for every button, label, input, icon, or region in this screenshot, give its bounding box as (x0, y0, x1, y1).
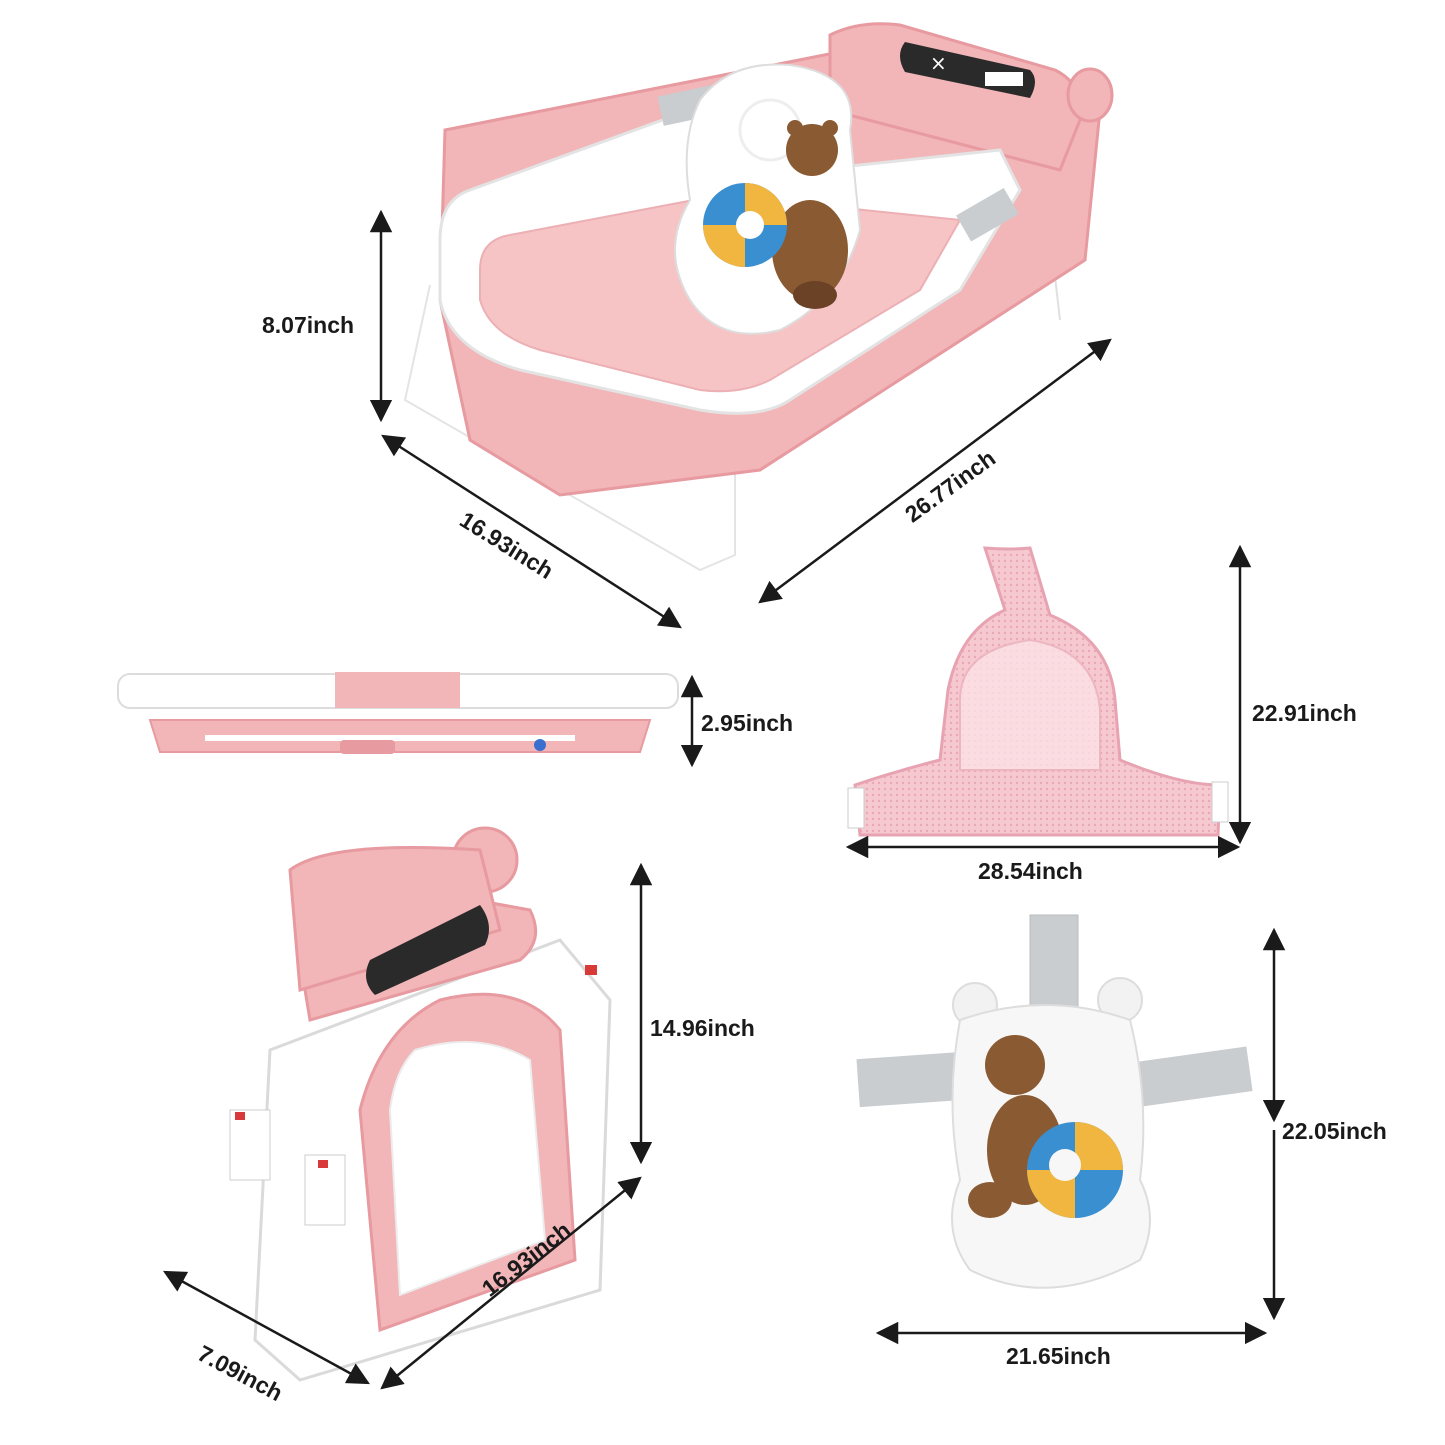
bath-cushion (856, 914, 1253, 1289)
tub-height-label: 8.07inch (262, 312, 355, 338)
thermometer-display-icon: × (900, 42, 1035, 98)
net-height-label: 22.91inch (1252, 700, 1357, 726)
stand-height-label: 14.96inch (650, 1015, 755, 1041)
bathtub-open: × (394, 22, 1114, 581)
svg-text:×: × (930, 51, 947, 75)
mesh-net-icon (847, 546, 1229, 837)
dimension-arrows (163, 209, 1286, 1390)
net-width-label: 28.54inch (978, 858, 1083, 884)
bathtub-folded-stand (229, 826, 612, 1382)
cushion-height-label: 22.05inch (1282, 1118, 1387, 1144)
cushion-width-label: 21.65inch (1006, 1343, 1111, 1369)
folded-thickness-label: 2.95inch (701, 710, 794, 736)
bathtub-folded-side (117, 672, 679, 754)
swim-ring-icon (703, 183, 787, 267)
bear-character-icon (772, 120, 848, 309)
